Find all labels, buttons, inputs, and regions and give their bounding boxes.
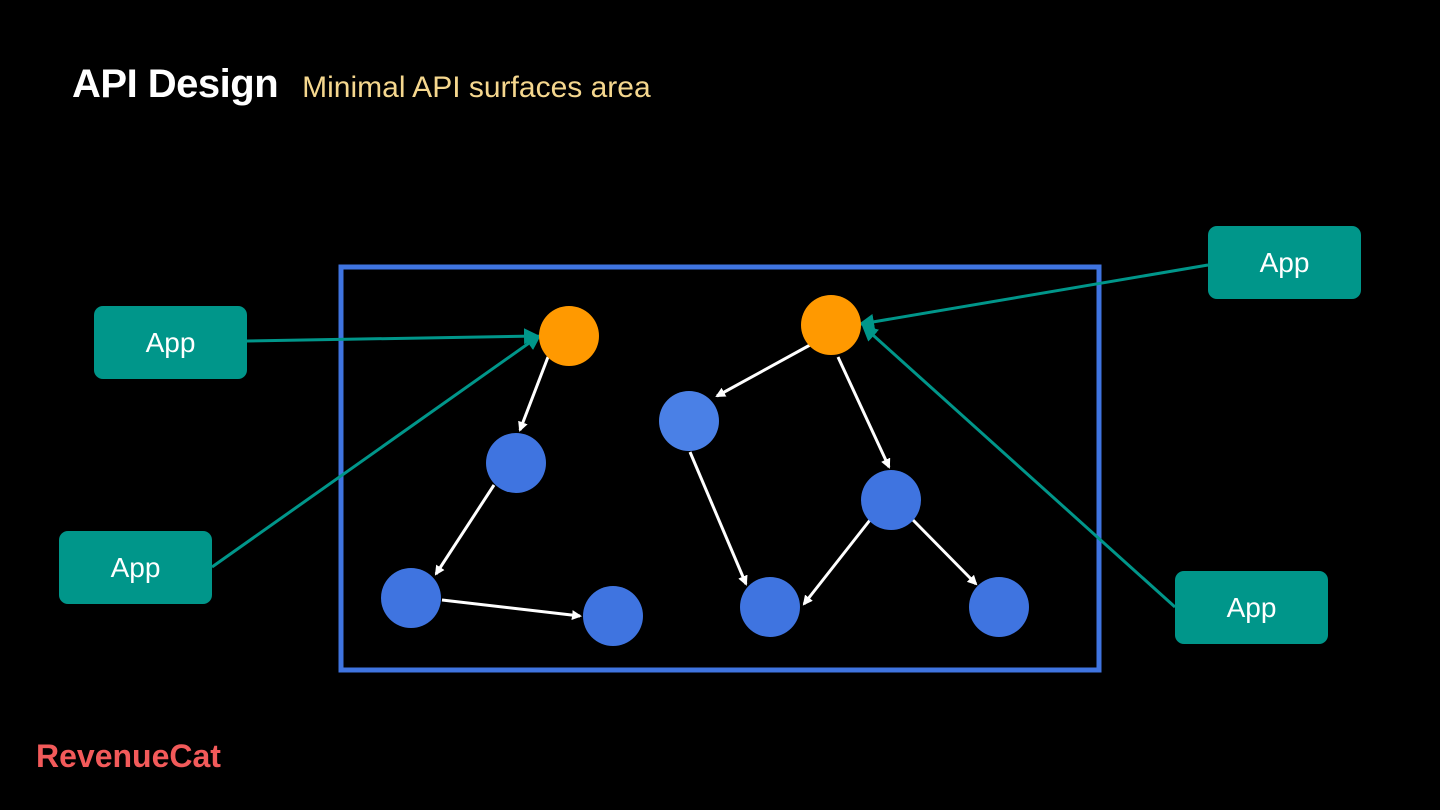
edge-2c-to-2d	[802, 519, 872, 606]
public-node-1	[539, 306, 599, 366]
edge-app2-to-1a	[211, 334, 542, 569]
app-box-left-top: App	[94, 306, 247, 379]
app-label: App	[145, 326, 196, 358]
edge-1b-to-1c	[434, 484, 496, 576]
public-node-2	[801, 295, 861, 355]
edge-2a-to-2b	[715, 343, 811, 398]
internal-node-2c	[861, 470, 921, 530]
edge-app1-to-1a	[246, 328, 540, 345]
internal-node-1d	[583, 586, 643, 646]
edge-app4-to-2a	[861, 324, 1177, 609]
edge-1a-to-1b	[518, 356, 550, 432]
internal-node-2d	[740, 577, 800, 637]
slide-title: API Design	[72, 62, 279, 106]
internal-node-1c	[381, 568, 441, 628]
app-label: App	[110, 551, 161, 583]
api-boundary	[338, 264, 1102, 673]
app-label: App	[1259, 246, 1310, 278]
app-label: App	[1226, 591, 1277, 623]
edge-2b-to-2d	[688, 451, 748, 586]
header: API Design Minimal API surfaces area	[72, 62, 651, 107]
edge-2a-to-2c	[836, 356, 891, 469]
app-box-right-top: App	[1208, 226, 1361, 299]
internal-node-2e	[969, 577, 1029, 637]
internal-node-1b	[486, 433, 546, 493]
internal-node-2b	[659, 391, 719, 451]
edge-2c-to-2e	[911, 518, 978, 586]
app-box-right-bottom: App	[1175, 571, 1328, 644]
edge-app3-to-2a	[858, 263, 1209, 330]
edge-1c-to-1d	[441, 598, 582, 621]
app-box-left-bottom: App	[59, 531, 212, 604]
slide-subtitle: Minimal API surfaces area	[302, 71, 651, 104]
revenuecat-logo: RevenueCat	[36, 738, 221, 774]
